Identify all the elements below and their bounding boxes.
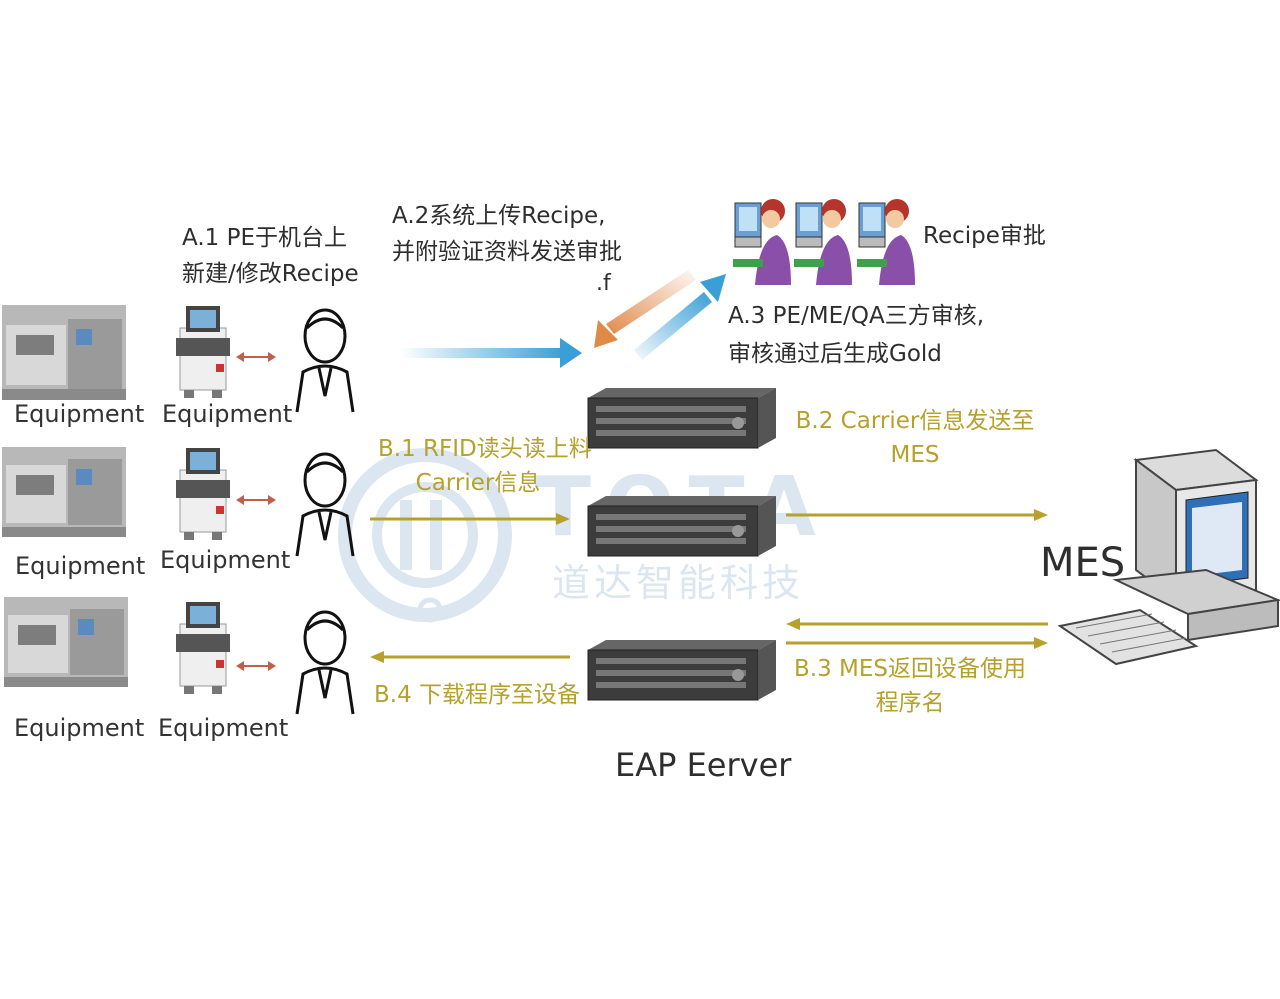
upload-arrow-a2: [400, 338, 582, 368]
engineer-person-icon-2: [295, 452, 355, 557]
bidirectional-arrow-icon-2: [236, 495, 276, 505]
server-icon-1: [587, 388, 776, 449]
server-icon-3: [587, 640, 776, 701]
equipment-label-4: Equipment: [160, 546, 291, 574]
step-a1-line2: 新建/修改Recipe: [182, 261, 359, 287]
approver-icon-1: [733, 199, 791, 285]
step-b1-line1: B.1 RFID读头读上料: [378, 436, 592, 462]
arrow-b3: [786, 618, 1048, 630]
step-a2-line2: 并附验证资料发送审批: [392, 239, 622, 265]
equipment-photo-1: [2, 305, 126, 400]
server-icon-2: [587, 496, 776, 557]
equipment-label-6: Equipment: [158, 714, 289, 742]
stray-mark: .f: [596, 271, 611, 296]
arrow-b1: [370, 513, 570, 525]
step-a2: A.2系统上传Recipe, 并附验证资料发送审批: [392, 198, 622, 270]
arrow-b3-return: [786, 637, 1048, 649]
arrow-b2: [786, 509, 1048, 521]
machine-icon-1: [172, 298, 234, 398]
recipe-approval-label: Recipe审批: [923, 223, 1046, 249]
step-b2: B.2 Carrier信息发送至 MES: [790, 404, 1040, 472]
equipment-label-5: Equipment: [14, 714, 145, 742]
equipment-label-2: Equipment: [162, 400, 293, 428]
watermark-company: 道达智能科技: [552, 561, 805, 605]
step-b2-line1: B.2 Carrier信息发送至: [795, 408, 1035, 434]
step-b3-line1: B.3 MES返回设备使用: [793, 656, 1026, 682]
step-a3-line2: 审核通过后生成Gold: [728, 341, 942, 367]
engineer-person-icon-1: [295, 308, 355, 413]
step-a3: A.3 PE/ME/QA三方审核, 审核通过后生成Gold: [728, 298, 984, 372]
step-b3-line2: 程序名: [875, 690, 945, 716]
step-b4: B.4 下载程序至设备: [374, 682, 581, 708]
bidirectional-arrow-icon-1: [236, 352, 276, 362]
equipment-photo-2: [2, 447, 126, 537]
step-b2-line2: MES: [890, 442, 940, 468]
equipment-label-1: Equipment: [14, 400, 145, 428]
approver-icon-3: [857, 199, 915, 285]
equipment-photo-3: [4, 597, 128, 687]
step-b1: B.1 RFID读头读上料 Carrier信息: [378, 432, 592, 500]
mes-label: MES: [1040, 540, 1126, 586]
approval-exchange-arrows: [594, 270, 726, 360]
machine-icon-3: [172, 594, 234, 694]
approver-icon-2: [794, 199, 852, 285]
engineer-person-icon-3: [295, 610, 355, 715]
mes-computer-icon: [1057, 448, 1280, 666]
step-b3: B.3 MES返回设备使用 程序名: [790, 652, 1030, 720]
equipment-label-3: Equipment: [15, 552, 146, 580]
step-b1-line2: Carrier信息: [415, 470, 541, 496]
eap-server-label: EAP Eerver: [615, 746, 792, 784]
step-a1-line1: A.1 PE于机台上: [182, 225, 347, 251]
machine-icon-2: [172, 440, 234, 540]
bidirectional-arrow-icon-3: [236, 661, 276, 671]
step-a3-line1: A.3 PE/ME/QA三方审核,: [728, 303, 985, 329]
step-a1: A.1 PE于机台上 新建/修改Recipe: [182, 220, 359, 292]
step-a2-line1: A.2系统上传Recipe,: [392, 203, 606, 229]
arrow-b4: [370, 651, 570, 663]
